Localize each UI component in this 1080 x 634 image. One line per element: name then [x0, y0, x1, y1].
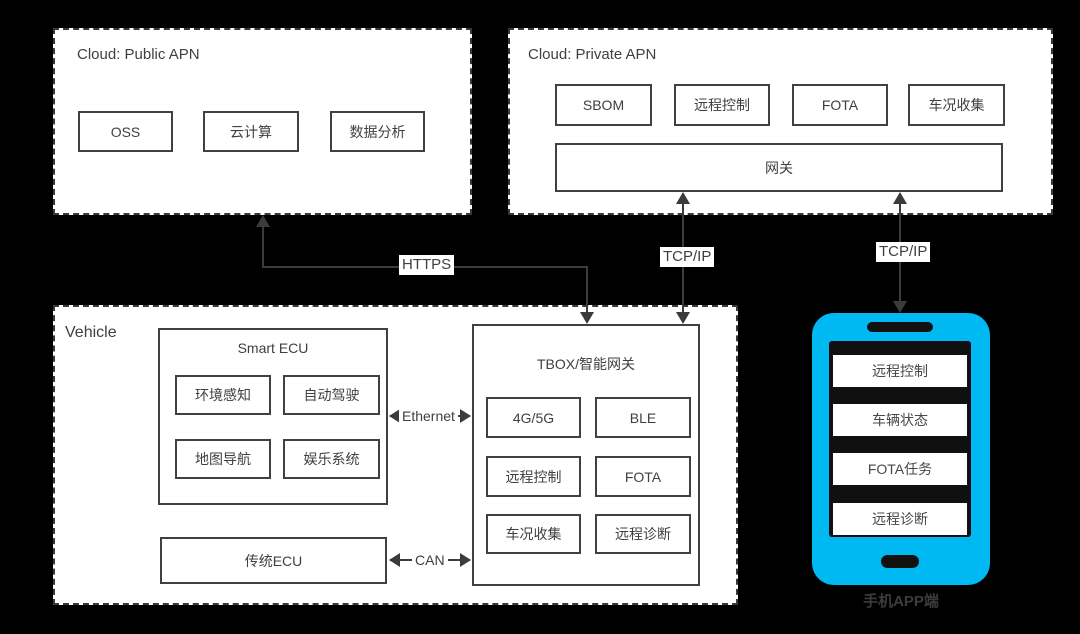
node-fota-tbox: FOTA: [595, 456, 691, 497]
tbox-group: TBOX/智能网关 4G/5G BLE 远程控制 FOTA 车况收集 远程诊断: [472, 324, 700, 586]
node-4g5g: 4G/5G: [486, 397, 581, 438]
app-item-remote-control: 远程控制: [833, 355, 967, 387]
node-ble: BLE: [595, 397, 691, 438]
app-item-vehicle-status: 车辆状态: [833, 404, 967, 436]
node-map-nav: 地图导航: [175, 439, 271, 479]
node-fota-cloud: FOTA: [792, 84, 888, 126]
can-arrowhead-right-icon: [460, 553, 471, 567]
public-apn-title: Cloud: Public APN: [77, 46, 200, 63]
tcpip-left-arrowhead-up-icon: [676, 192, 690, 204]
https-arrowhead-up-icon: [256, 215, 270, 227]
phone-home-button: [881, 555, 919, 568]
tcpip-left-arrowhead-down-icon: [676, 312, 690, 324]
https-arrowhead-down-icon: [580, 312, 594, 324]
vehicle-panel: Vehicle Smart ECU 环境感知 自动驾驶 地图导航 娱乐系统 传统…: [53, 305, 738, 605]
public-apn-panel: Cloud: Public APN OSS 云计算 数据分析: [53, 28, 472, 215]
tcpip-right-arrowhead-down-icon: [893, 301, 907, 313]
node-oss: OSS: [78, 111, 173, 152]
tbox-title: TBOX/智能网关: [536, 356, 635, 372]
app-item-remote-diag: 远程诊断: [833, 503, 967, 535]
app-item-fota-task: FOTA任务: [833, 453, 967, 485]
node-remote-control-cloud: 远程控制: [674, 84, 770, 126]
tcpip-right-arrowhead-up-icon: [893, 192, 907, 204]
node-sbom: SBOM: [555, 84, 652, 126]
private-apn-title: Cloud: Private APN: [528, 46, 657, 63]
node-env-sensing: 环境感知: [175, 375, 271, 415]
node-remote-diag-tbox: 远程诊断: [595, 514, 691, 554]
node-cloud-computing: 云计算: [203, 111, 299, 152]
smart-ecu-title: Smart ECU: [237, 340, 309, 356]
phone-device: 远程控制 车辆状态 FOTA任务 远程诊断: [812, 313, 990, 585]
tcpip-right-label: TCP/IP: [876, 242, 931, 262]
node-entertainment: 娱乐系统: [283, 439, 380, 479]
https-label: HTTPS: [399, 255, 455, 275]
node-legacy-ecu: 传统ECU: [160, 537, 387, 584]
private-apn-panel: Cloud: Private APN SBOM 远程控制 FOTA 车况收集 网…: [508, 28, 1053, 215]
phone-caption: 手机APP端: [863, 593, 939, 610]
tcpip-left-label: TCP/IP: [660, 247, 715, 267]
ethernet-arrowhead-right-icon: [460, 409, 471, 423]
node-data-analysis: 数据分析: [330, 111, 425, 152]
ethernet-label: Ethernet: [399, 407, 458, 426]
phone-screen: 远程控制 车辆状态 FOTA任务 远程诊断: [829, 341, 971, 537]
https-line-vertical-left: [262, 226, 264, 268]
ethernet-arrowhead-left-icon: [389, 409, 400, 423]
node-auto-driving: 自动驾驶: [283, 375, 380, 415]
node-remote-control-tbox: 远程控制: [486, 456, 581, 497]
node-gateway: 网关: [555, 143, 1003, 192]
can-arrowhead-left-icon: [389, 553, 400, 567]
node-vehicle-data-cloud: 车况收集: [908, 84, 1005, 126]
can-label: CAN: [412, 551, 448, 570]
phone-speaker: [867, 322, 933, 332]
smart-ecu-group: Smart ECU 环境感知 自动驾驶 地图导航 娱乐系统: [158, 328, 388, 505]
vehicle-title: Vehicle: [65, 324, 117, 341]
https-line-vertical-right: [586, 268, 588, 313]
node-vehicle-data-tbox: 车况收集: [486, 514, 581, 554]
